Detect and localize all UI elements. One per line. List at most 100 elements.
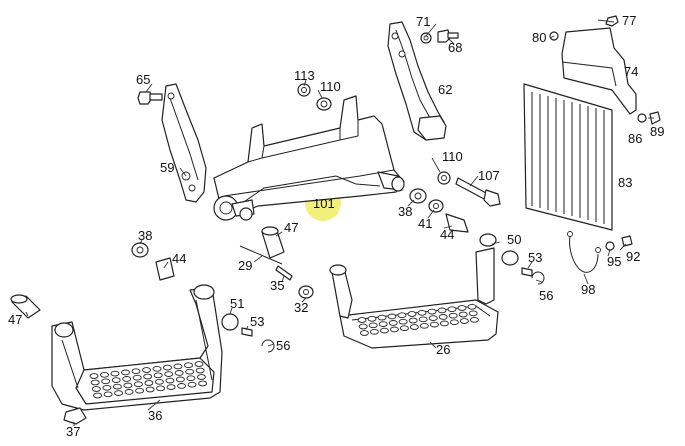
tread-hole: [198, 380, 208, 387]
callout-56-left: 56: [276, 338, 290, 353]
callout-71: 71: [416, 14, 430, 29]
callout-50: 50: [507, 232, 521, 247]
tread-hole: [399, 325, 409, 332]
callout-36: 36: [148, 408, 162, 423]
tread-hole: [90, 379, 100, 386]
tread-hole: [164, 371, 174, 377]
tread-hole: [418, 316, 428, 323]
tread-hole: [468, 310, 478, 317]
tread-hole: [369, 328, 379, 335]
part-98-cable: [567, 231, 601, 273]
tread-hole: [187, 381, 197, 388]
tread-hole: [428, 315, 438, 321]
tread-hole: [195, 367, 205, 374]
tread-hole: [123, 382, 133, 389]
tread-hole: [438, 314, 448, 320]
tread-hole: [112, 383, 122, 390]
part-62-bracket-arm: [387, 21, 447, 141]
tread-hole: [153, 372, 163, 379]
tread-hole: [469, 316, 479, 323]
leader-lines: [25, 19, 654, 426]
tread-hole: [439, 320, 449, 327]
tread-hole: [378, 321, 388, 327]
callout-47-upper: 47: [284, 220, 298, 235]
tread-hole: [359, 330, 369, 336]
callout-110-upper: 110: [320, 79, 341, 94]
tread-hole: [166, 384, 176, 390]
callout-74: 74: [624, 64, 638, 79]
callout-51: 51: [230, 296, 244, 311]
tread-hole: [379, 327, 389, 334]
callout-37: 37: [66, 424, 80, 439]
callout-65: 65: [136, 72, 150, 87]
tread-hole: [449, 319, 459, 326]
callout-56-right: 56: [539, 288, 553, 303]
tread-hole: [152, 365, 162, 372]
tread-hole: [131, 368, 141, 375]
tread-hole: [110, 370, 120, 377]
callout-32: 32: [294, 300, 308, 315]
callout-44-left: 44: [172, 251, 186, 266]
tread-hole: [419, 322, 429, 329]
tread-hole: [467, 303, 477, 310]
callout-86: 86: [628, 131, 642, 146]
callout-83: 83: [618, 175, 632, 190]
tread-hole: [367, 315, 377, 322]
callout-53-right: 53: [528, 250, 542, 265]
tread-hole: [408, 317, 418, 324]
callout-77: 77: [622, 13, 636, 28]
tread-hole: [89, 373, 99, 379]
tread-hole: [427, 308, 437, 315]
tread-hole: [185, 368, 195, 375]
part-26-right-step: [329, 233, 499, 349]
tread-hole: [163, 364, 172, 371]
tread-hole: [429, 321, 439, 328]
tread-hole: [194, 361, 204, 367]
callout-89: 89: [650, 124, 664, 139]
callout-101: 101: [313, 196, 335, 211]
tread-hole: [458, 311, 468, 318]
callout-110-lower: 110: [442, 149, 463, 164]
hardware-fasteners: [10, 15, 661, 425]
tread-hole: [173, 363, 183, 370]
callout-62: 62: [438, 82, 452, 97]
callout-53-left: 53: [250, 314, 264, 329]
tread-hole: [357, 317, 367, 323]
tread-hole: [397, 312, 407, 319]
tread-hole: [186, 375, 196, 382]
callout-38-left: 38: [138, 228, 152, 243]
callout-35: 35: [270, 278, 284, 293]
callout-80: 80: [532, 30, 546, 45]
tread-hole: [459, 318, 469, 324]
tread-hole: [388, 320, 398, 326]
tread-hole: [398, 318, 408, 325]
tread-hole: [417, 309, 427, 316]
callout-41: 41: [418, 216, 432, 231]
tread-hole: [91, 386, 101, 392]
tread-hole: [103, 391, 113, 398]
callout-38-right: 38: [398, 204, 412, 219]
tread-hole: [102, 384, 112, 391]
callout-68: 68: [448, 40, 462, 55]
tread-hole: [93, 392, 103, 399]
tread-hole: [447, 306, 457, 313]
callout-59: 59: [160, 160, 174, 175]
tread-hole: [135, 387, 145, 394]
part-59-left-bracket: [161, 83, 207, 203]
tread-hole: [144, 380, 154, 386]
part-83-mudflap: [523, 83, 613, 231]
callout-95: 95: [607, 254, 621, 269]
tread-hole: [175, 376, 185, 383]
tread-hole: [154, 378, 164, 385]
callout-29: 29: [238, 258, 252, 273]
tread-hole: [142, 367, 151, 373]
tread-hole: [111, 377, 121, 383]
callout-44-right: 44: [440, 227, 454, 242]
callout-26: 26: [436, 342, 450, 357]
callout-labels: 71 68 77 80 74 65 113 110 62 89 86 59 11…: [8, 13, 664, 439]
tread-hole: [437, 307, 447, 314]
callout-113: 113: [294, 68, 315, 83]
tread-hole: [121, 369, 130, 376]
